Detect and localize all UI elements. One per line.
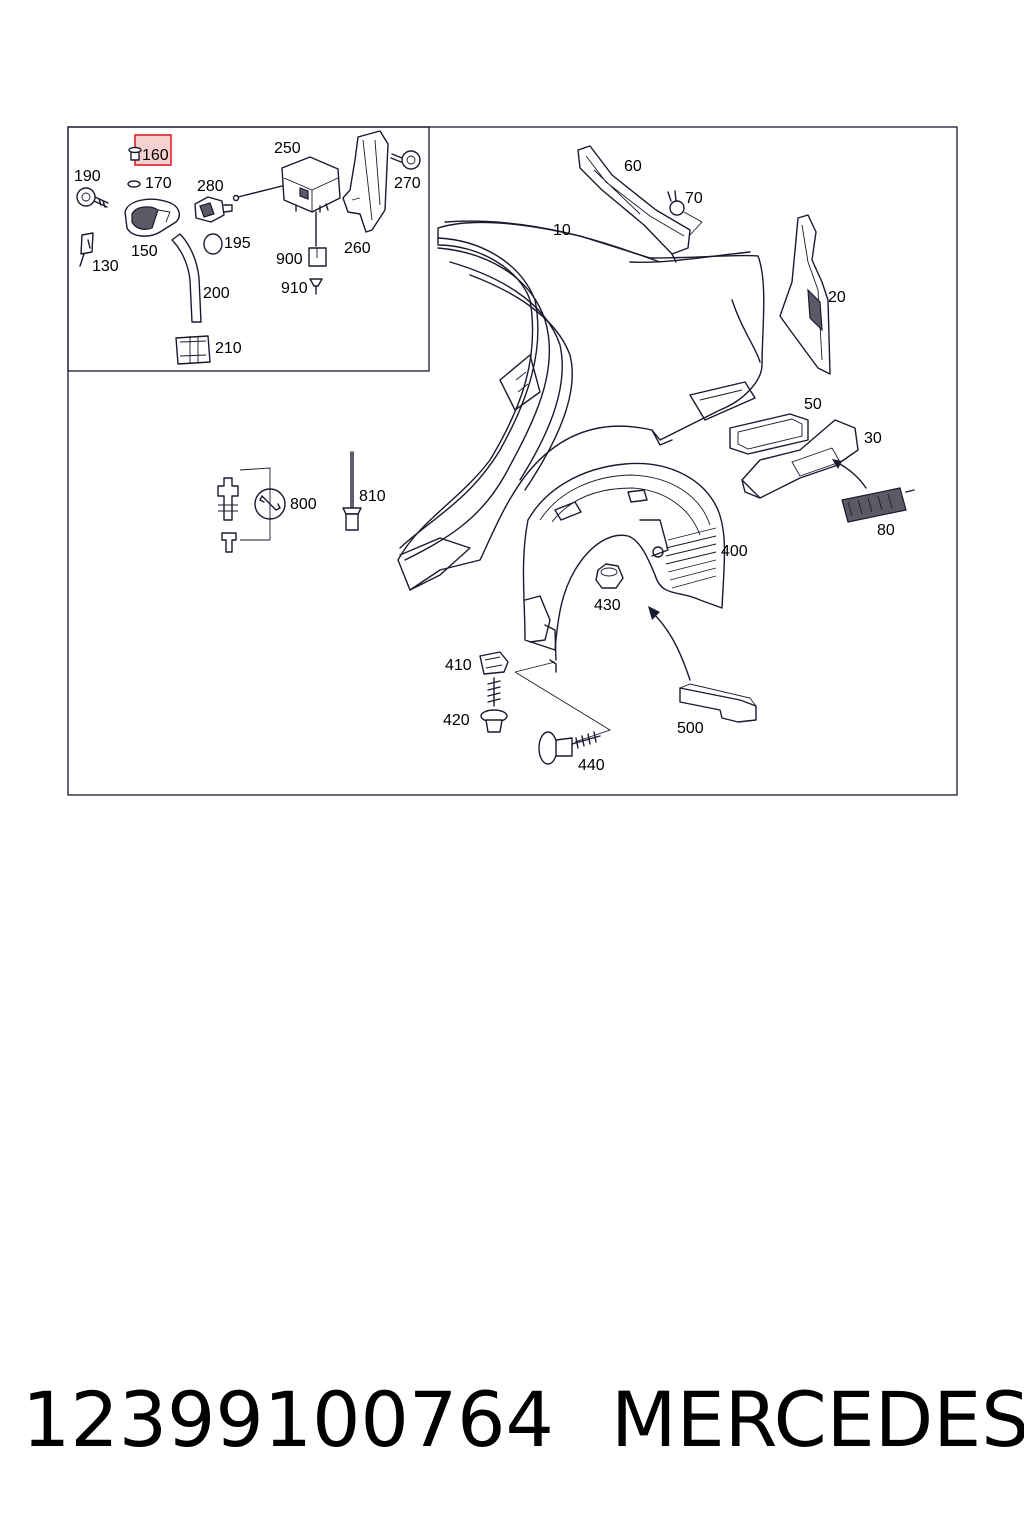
part-280[interactable] bbox=[194, 196, 233, 223]
part-250[interactable] bbox=[232, 156, 341, 213]
label-400[interactable]: 400 bbox=[721, 543, 748, 560]
label-210[interactable]: 210 bbox=[215, 340, 242, 357]
part-810[interactable] bbox=[342, 451, 362, 531]
part-410[interactable] bbox=[479, 651, 509, 675]
label-810[interactable]: 810 bbox=[359, 488, 386, 505]
part-500[interactable] bbox=[679, 683, 757, 723]
part-910[interactable] bbox=[309, 278, 323, 295]
part-170[interactable] bbox=[127, 180, 141, 188]
label-130[interactable]: 130 bbox=[92, 258, 119, 275]
label-170[interactable]: 170 bbox=[145, 175, 172, 192]
label-430[interactable]: 430 bbox=[594, 597, 621, 614]
label-10[interactable]: 10 bbox=[553, 222, 571, 239]
part-number: 12399100764 bbox=[22, 1375, 554, 1464]
footer: 12399100764 MERCEDES bbox=[0, 1370, 1024, 1470]
part-800[interactable] bbox=[217, 467, 286, 553]
label-250[interactable]: 250 bbox=[274, 140, 301, 157]
part-440[interactable] bbox=[538, 731, 601, 765]
label-60[interactable]: 60 bbox=[624, 158, 642, 175]
part-195[interactable] bbox=[203, 233, 223, 255]
part-30[interactable] bbox=[741, 419, 859, 499]
label-280[interactable]: 280 bbox=[197, 178, 224, 195]
label-270[interactable]: 270 bbox=[394, 175, 421, 192]
label-20[interactable]: 20 bbox=[828, 289, 846, 306]
label-500[interactable]: 500 bbox=[677, 720, 704, 737]
label-260[interactable]: 260 bbox=[344, 240, 371, 257]
label-160[interactable]: 160 bbox=[142, 147, 169, 164]
part-260[interactable] bbox=[342, 130, 389, 233]
part-150[interactable] bbox=[124, 198, 180, 237]
label-910[interactable]: 910 bbox=[281, 280, 308, 297]
part-50[interactable] bbox=[729, 413, 809, 455]
label-200[interactable]: 200 bbox=[203, 285, 230, 302]
label-800[interactable]: 800 bbox=[290, 496, 317, 513]
part-420[interactable] bbox=[480, 677, 508, 733]
part-210[interactable] bbox=[175, 335, 211, 365]
labels: 160 170 190 150 130 280 195 200 210 250 … bbox=[74, 140, 895, 774]
part-60[interactable] bbox=[577, 145, 691, 263]
parts-diagram: 160 170 190 150 130 280 195 200 210 250 … bbox=[67, 126, 958, 796]
part-430[interactable] bbox=[595, 563, 624, 589]
brand-name: MERCEDES bbox=[611, 1375, 1024, 1464]
label-195[interactable]: 195 bbox=[224, 235, 251, 252]
label-150[interactable]: 150 bbox=[131, 243, 158, 260]
part-70[interactable] bbox=[667, 190, 685, 216]
part-190[interactable] bbox=[76, 187, 109, 208]
label-900[interactable]: 900 bbox=[276, 251, 303, 268]
part-400[interactable] bbox=[522, 462, 726, 661]
label-190[interactable]: 190 bbox=[74, 168, 101, 185]
part-200[interactable] bbox=[171, 233, 202, 323]
label-410[interactable]: 410 bbox=[445, 657, 472, 674]
part-160[interactable] bbox=[128, 146, 142, 161]
label-420[interactable]: 420 bbox=[443, 712, 470, 729]
part-130[interactable] bbox=[79, 232, 94, 267]
part-900[interactable] bbox=[308, 211, 327, 267]
label-440[interactable]: 440 bbox=[578, 757, 605, 774]
part-10[interactable] bbox=[397, 220, 765, 591]
part-270[interactable] bbox=[390, 150, 421, 170]
part-80[interactable] bbox=[841, 487, 915, 523]
label-30[interactable]: 30 bbox=[864, 430, 882, 447]
inset-frame bbox=[67, 126, 430, 372]
diagram-frame bbox=[67, 126, 958, 796]
label-70[interactable]: 70 bbox=[685, 190, 703, 207]
label-80[interactable]: 80 bbox=[877, 522, 895, 539]
part-20[interactable] bbox=[779, 214, 831, 375]
label-50[interactable]: 50 bbox=[804, 396, 822, 413]
